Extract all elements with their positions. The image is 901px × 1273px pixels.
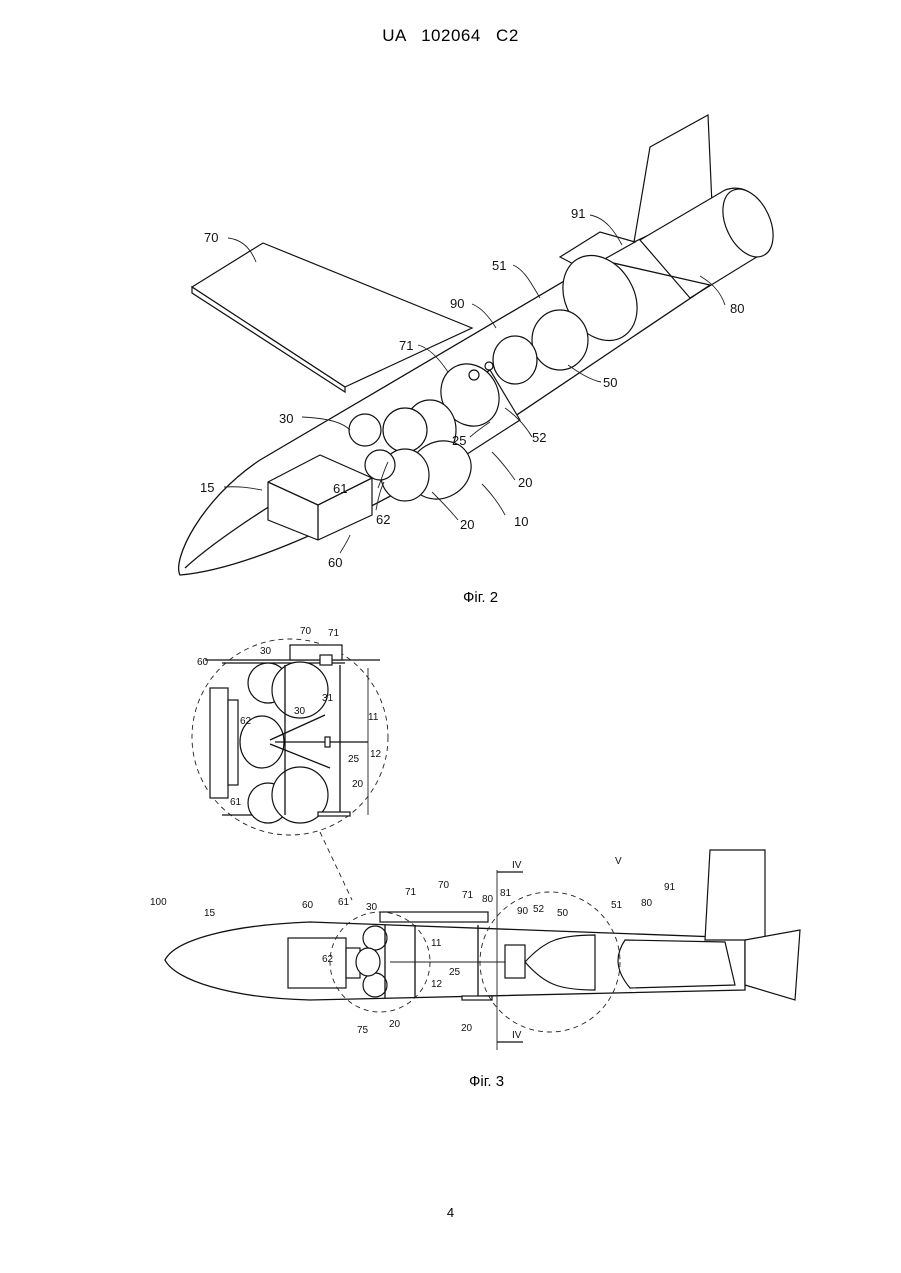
label-52: 52	[533, 904, 545, 915]
label-15: 15	[204, 908, 216, 919]
label-80-b: 80	[641, 898, 653, 909]
page-number: 4	[0, 1205, 901, 1220]
label-25: 25	[449, 967, 461, 978]
detail-label-30-a: 30	[260, 646, 272, 657]
label-61: 61	[338, 897, 350, 908]
detail-label-70: 70	[300, 626, 312, 637]
label-12: 12	[431, 979, 443, 990]
label-11: 11	[431, 938, 442, 949]
label-91: 91	[664, 882, 676, 893]
missile-side-view	[165, 850, 800, 1000]
label-60: 60	[302, 900, 314, 911]
detail-label-60: 60	[197, 657, 209, 668]
detail-label-62: 62	[240, 716, 252, 727]
label-81: 81	[500, 888, 512, 899]
label-90: 90	[517, 906, 529, 917]
label-62: 62	[322, 954, 334, 965]
section-label-iv-top: IV	[512, 860, 522, 871]
detail-label-20: 20	[352, 779, 364, 790]
label-75: 75	[357, 1025, 369, 1036]
detail-label-30-b: 30	[294, 706, 306, 717]
detail-label-61: 61	[230, 797, 242, 808]
label-51: 51	[611, 900, 623, 911]
label-20-b: 20	[461, 1023, 473, 1034]
label-v: V	[615, 856, 622, 867]
detail-label-31: 31	[322, 693, 334, 704]
figure-3-caption: Фіг. 3	[469, 1073, 504, 1090]
section-label-iv-bottom: IV	[512, 1030, 522, 1041]
detail-label-12: 12	[370, 749, 382, 760]
label-70: 70	[438, 880, 450, 891]
label-71-b: 71	[462, 890, 474, 901]
label-100: 100	[150, 897, 167, 908]
label-71-a: 71	[405, 887, 417, 898]
label-30: 30	[366, 902, 378, 913]
detail-label-25: 25	[348, 754, 360, 765]
detail-label-11: 11	[368, 712, 379, 723]
label-20-a: 20	[389, 1019, 401, 1030]
label-80-a: 80	[482, 894, 494, 905]
detail-label-71: 71	[328, 628, 340, 639]
label-50: 50	[557, 908, 569, 919]
